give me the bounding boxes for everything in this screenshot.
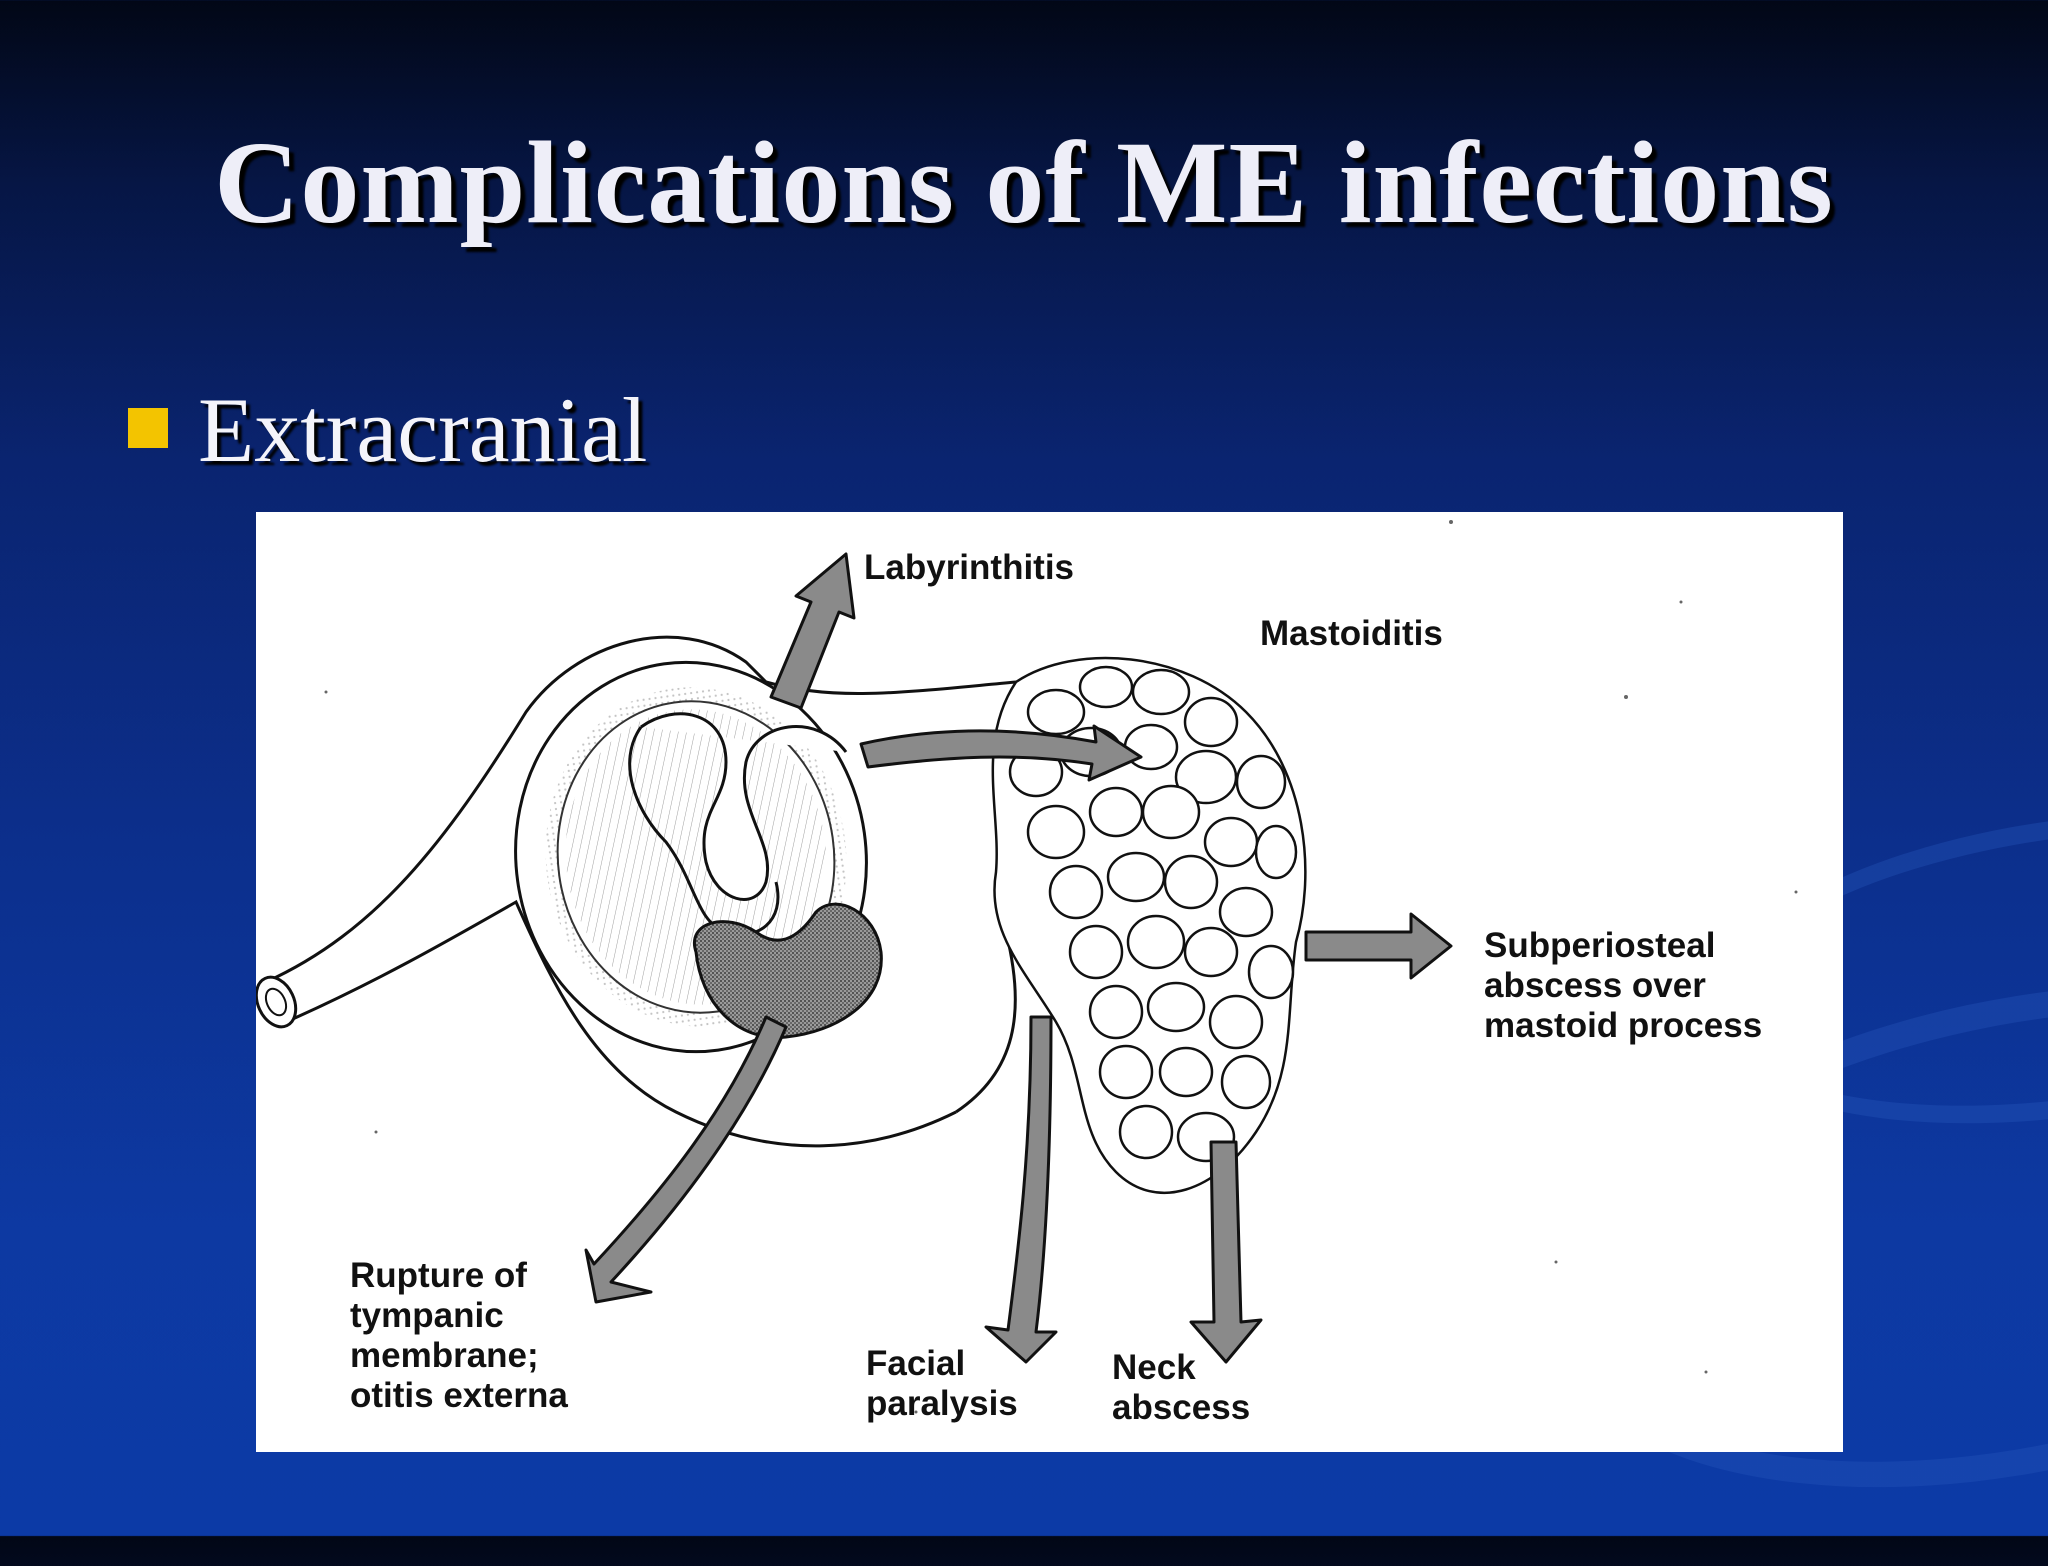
label-line: mastoid process bbox=[1484, 1006, 1763, 1045]
bullet-item: Extracranial bbox=[128, 370, 648, 490]
ear-illustration bbox=[256, 520, 1798, 1414]
label-facial-paralysis: Facial paralysis bbox=[866, 1344, 1018, 1424]
label-mastoiditis: Mastoiditis bbox=[1260, 614, 1443, 653]
ear-diagram: Labyrinthitis Mastoiditis Subperiosteal … bbox=[256, 512, 1843, 1452]
label-labyrinthitis: Labyrinthitis bbox=[864, 548, 1075, 587]
label-line: tympanic bbox=[350, 1296, 504, 1335]
arrow-rupture bbox=[584, 1015, 788, 1304]
slide-title: Complications of ME infections bbox=[214, 117, 1834, 248]
label-line: otitis externa bbox=[350, 1376, 568, 1415]
label-neck-abscess: Neck abscess bbox=[1112, 1348, 1250, 1428]
bullet-text: Extracranial bbox=[198, 379, 648, 481]
bullet-square-icon bbox=[128, 408, 168, 448]
scan-speckles bbox=[324, 520, 1798, 1414]
ossicle bbox=[640, 712, 848, 901]
label-line: abscess over bbox=[1484, 966, 1706, 1005]
complication-arrows bbox=[584, 552, 1453, 1364]
arrow-labyrinthitis bbox=[769, 552, 856, 710]
ear-canal bbox=[265, 635, 768, 984]
label-subperiosteal: Subperiosteal abscess over mastoid proce… bbox=[1484, 926, 1762, 1046]
label-line: Neck bbox=[1112, 1348, 1196, 1387]
label-line: Rupture of bbox=[350, 1256, 527, 1295]
mastoid-air-cells bbox=[991, 656, 1307, 1195]
label-line: Subperiosteal bbox=[1484, 926, 1716, 965]
label-line: Facial bbox=[866, 1344, 966, 1383]
label-line: abscess bbox=[1112, 1388, 1251, 1427]
arrow-mastoiditis bbox=[859, 724, 1143, 782]
arrow-neck bbox=[1189, 1140, 1263, 1364]
label-rupture: Rupture of tympanic membrane; otitis ext… bbox=[350, 1256, 568, 1416]
label-line: membrane; bbox=[350, 1336, 539, 1375]
arrow-subperiosteal bbox=[1304, 912, 1453, 980]
arrow-facial bbox=[984, 1015, 1058, 1364]
label-line: paralysis bbox=[866, 1384, 1018, 1423]
